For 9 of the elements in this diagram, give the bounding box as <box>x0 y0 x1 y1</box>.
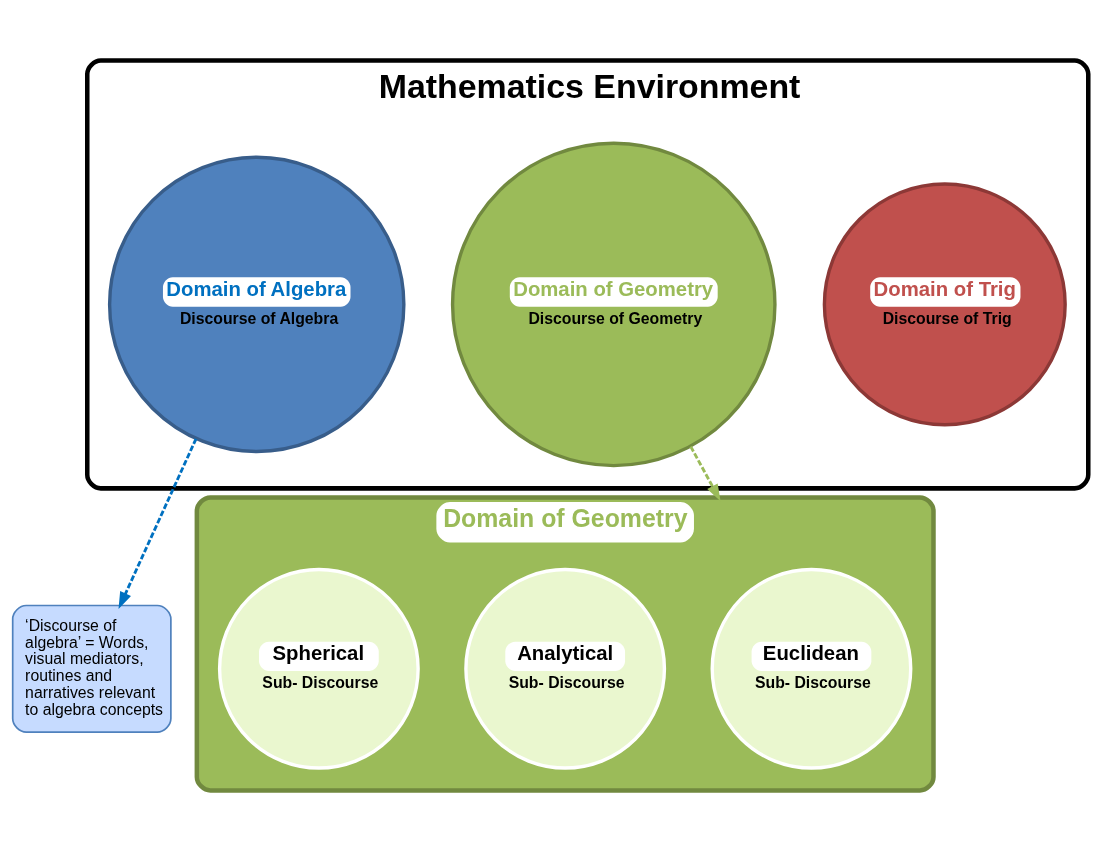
node-circle: Domain of Algebra Discourse of Algebra <box>107 155 406 453</box>
node-circle: Domain of Trig Discourse of Trig <box>822 181 1067 426</box>
node-circle: Analytical Sub- Discourse <box>464 567 667 770</box>
node-box: ‘Discourse of algebra’ = Words, visual mediators, routines and narratives relevant to algebra concepts <box>11 604 172 733</box>
node-circle: Domain of Geometry Discourse of Geometry <box>450 141 777 467</box>
arrow <box>118 437 198 609</box>
arrow <box>689 445 721 501</box>
node-circle: Euclidean Sub- Discourse <box>710 567 913 770</box>
node-circle: Spherical Sub- Discourse <box>217 567 420 770</box>
